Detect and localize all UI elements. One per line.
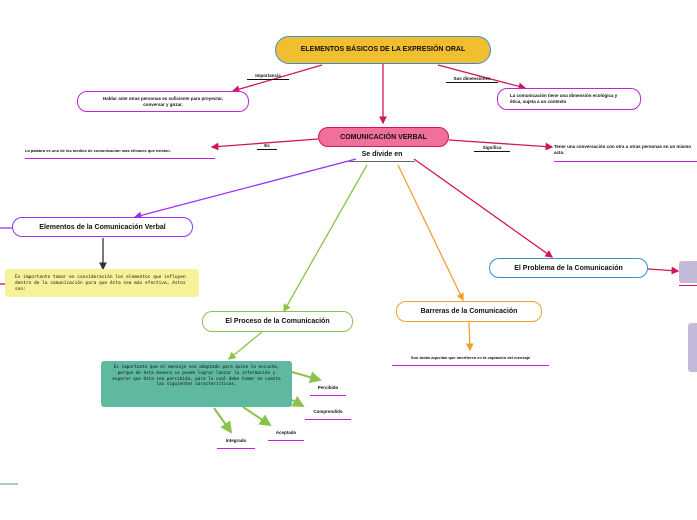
proceso-node[interactable]: El Proceso de la Comunicación bbox=[202, 311, 353, 332]
importancia-node[interactable]: Hablar ante otras personas es suficiente… bbox=[77, 91, 249, 112]
barreras-title: Barreras de la Comunicación bbox=[420, 308, 518, 315]
side-card[interactable] bbox=[688, 323, 697, 372]
char-integrado: Integrado bbox=[217, 438, 255, 449]
elementos-title: Elementos de la Comunicación Verbal bbox=[39, 223, 166, 231]
problema-title: El Problema de la Comunicación bbox=[514, 264, 623, 272]
link-char-integrado bbox=[213, 407, 233, 434]
significa-text: Tener una conversación con otra u otras … bbox=[554, 144, 697, 163]
link-char-percibido bbox=[291, 371, 322, 384]
link-problema-right bbox=[647, 266, 680, 275]
divides-label: Se divide en bbox=[349, 151, 415, 162]
es-text: La palabra es uno de los medios de comun… bbox=[25, 148, 215, 160]
barreras-note: Son todas aquellas que interfieren en la… bbox=[392, 355, 549, 367]
dimensiones-node[interactable]: La comunicación tiene una dimensión ecol… bbox=[497, 88, 641, 110]
link-root-importancia bbox=[231, 64, 323, 93]
root-title: ELEMENTOS BÁSICOS DE LA EXPRESIÓN ORAL bbox=[300, 45, 466, 53]
link-barreras-note bbox=[465, 321, 474, 352]
link-central-es bbox=[210, 138, 319, 151]
char-percibido: Percibido bbox=[310, 385, 346, 396]
importancia-text: Hablar ante otras personas es suficiente… bbox=[102, 95, 224, 107]
proceso-title: El Proceso de la Comunicación bbox=[225, 318, 330, 325]
dimensiones-text: La comunicación tiene una dimensión ecol… bbox=[510, 93, 618, 104]
link-central-proceso bbox=[283, 164, 368, 313]
root-node[interactable]: ELEMENTOS BÁSICOS DE LA EXPRESIÓN ORAL bbox=[275, 36, 491, 64]
link-central-significa bbox=[448, 139, 554, 151]
char-aceptado: Aceptado bbox=[268, 430, 304, 441]
char-comprendido: Comprendido bbox=[305, 409, 351, 420]
problema-side-underline bbox=[679, 285, 697, 286]
central-title: COMUNICACIÓN VERBAL bbox=[340, 133, 427, 141]
elementos-note: Es importante tomar en consideración los… bbox=[5, 269, 199, 297]
problema-side-node[interactable] bbox=[679, 261, 697, 283]
link-central-problema bbox=[413, 158, 554, 258]
link-label-dimensiones: Sus dimensiones bbox=[446, 76, 498, 83]
link-central-elementos bbox=[133, 158, 357, 220]
elementos-node[interactable]: Elementos de la Comunicación Verbal bbox=[12, 217, 193, 237]
barreras-node[interactable]: Barreras de la Comunicación bbox=[396, 301, 542, 322]
central-node[interactable]: COMUNICACIÓN VERBAL bbox=[318, 127, 449, 147]
proceso-note: Es importante que el mensaje sea adaptad… bbox=[101, 361, 292, 407]
link-central-barreras bbox=[397, 164, 464, 302]
link-root-dimensiones bbox=[437, 64, 527, 91]
link-label-significa: Significa bbox=[474, 145, 510, 152]
link-label-es: Es bbox=[257, 143, 277, 150]
problema-node[interactable]: El Problema de la Comunicación bbox=[489, 258, 648, 278]
link-char-aceptado bbox=[242, 406, 272, 427]
link-proceso-note bbox=[227, 331, 263, 360]
link-label-importancia: Importancia bbox=[247, 73, 289, 80]
link-char-comprendido bbox=[291, 395, 305, 407]
